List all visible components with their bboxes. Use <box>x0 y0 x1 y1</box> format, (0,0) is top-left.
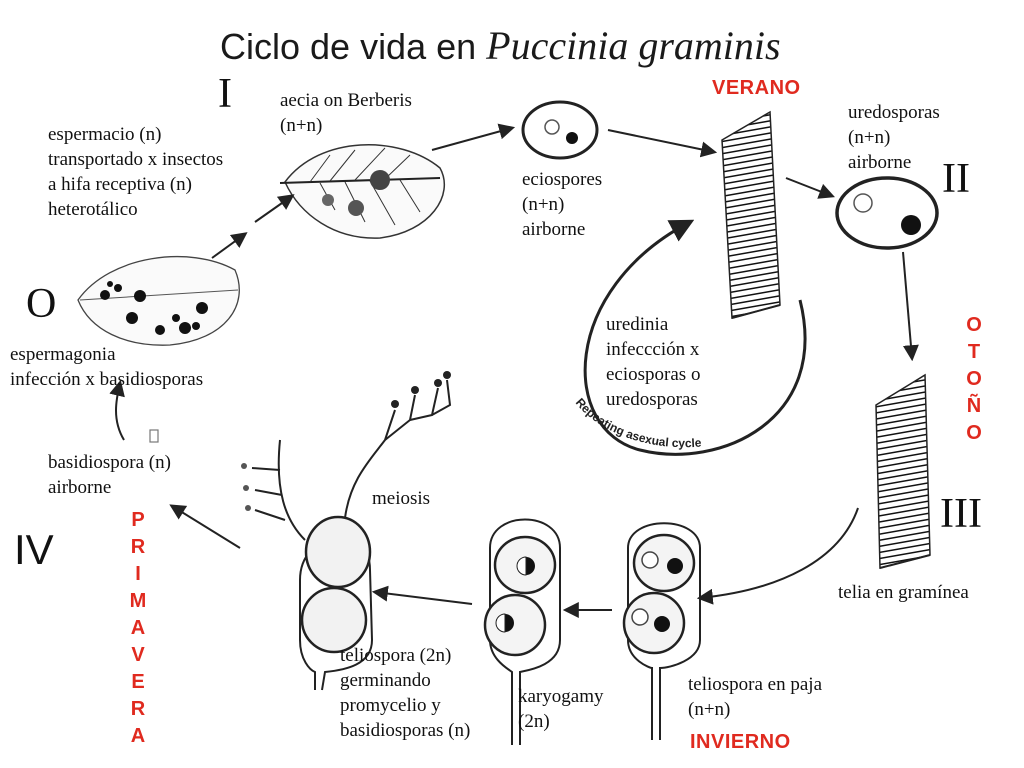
teliospore-diploid <box>483 518 561 745</box>
label-line: promycelio y <box>340 695 441 716</box>
season-letter: P <box>131 509 145 531</box>
label-aecia: aecia on Berberis (n+n) <box>280 88 412 138</box>
stage-I-label: I <box>218 71 232 117</box>
season-letter: A <box>130 725 146 747</box>
season-letter: O <box>966 368 982 390</box>
label-line: karyogamy <box>518 686 604 707</box>
season-letter: I <box>135 563 141 585</box>
season-letter: Ñ <box>966 395 982 417</box>
label-line: airborne <box>848 152 912 173</box>
label-line: espermagonia <box>10 344 116 365</box>
label-line: (n+n) <box>688 699 731 720</box>
label-line: uredosporas <box>606 389 698 410</box>
season-letter: O <box>966 314 982 336</box>
title-prefix: Ciclo de vida en <box>220 26 487 67</box>
stage-II-label: II <box>942 156 970 202</box>
label-line: germinando <box>340 670 431 691</box>
wheat-stem-uredinia <box>721 110 781 319</box>
label-karyogamy: karyogamy (2n) <box>518 684 603 734</box>
label-line: basidiospora (n) <box>48 452 171 473</box>
label-line: a hifa receptiva (n) <box>48 174 192 195</box>
barberry-leaf-spermagonia <box>77 255 240 346</box>
season-letter: T <box>967 341 981 363</box>
label-line: uredosporas <box>848 102 940 123</box>
season-letter: R <box>130 698 146 720</box>
stage-III-label: III <box>940 491 982 537</box>
label-meiosis: meiosis <box>372 488 431 509</box>
barberry-leaf-aecia <box>279 144 445 239</box>
label-uredosporas: uredosporas (n+n) airborne <box>848 100 940 175</box>
label-espermagonia: espermagonia infección x basidiosporas <box>10 342 203 392</box>
label-line: (n+n) <box>280 115 323 136</box>
basidiospore-shape <box>149 429 159 443</box>
label-line: basidiosporas (n) <box>340 720 471 741</box>
label-teliospora-paja: teliospora en paja (n+n) <box>688 672 822 722</box>
stage-IV-label: IV <box>14 526 54 573</box>
season-verano: VERANO <box>712 77 801 99</box>
wheat-stem-telia <box>875 373 931 569</box>
stage-O-label: O <box>26 281 57 327</box>
label-uredinia: uredinia infeccción x eciosporas o uredo… <box>606 312 700 412</box>
season-invierno: INVIERNO <box>690 731 791 753</box>
label-line: infección x basidiosporas <box>10 369 204 390</box>
label-line: heterotálico <box>48 199 138 220</box>
label-line: espermacio (n) <box>48 124 162 145</box>
season-letter: A <box>130 617 146 639</box>
label-line: (2n) <box>518 711 550 732</box>
season-letter: V <box>131 644 145 666</box>
label-line: infeccción x <box>606 339 700 360</box>
label-line: (n+n) <box>522 194 565 215</box>
label-basidiospora: basidiospora (n) airborne <box>48 450 171 500</box>
label-line: eciosporas o <box>606 364 701 385</box>
title-species: Puccinia graminis <box>486 23 781 68</box>
urediniospore-cell <box>835 176 939 250</box>
label-eciospores: eciospores (n+n) airborne <box>522 167 602 242</box>
season-letter: R <box>130 536 146 558</box>
season-letter: E <box>131 671 145 693</box>
season-letter: O <box>966 422 982 444</box>
label-line: aecia on Berberis <box>280 90 412 111</box>
label-teliospora-germinando: teliospora (2n) germinando promycelio y … <box>340 643 470 743</box>
cycle-arrows <box>109 123 919 618</box>
label-espermacio: espermacio (n) transportado x insectos a… <box>48 122 223 222</box>
label-line: airborne <box>48 477 112 498</box>
label-line: teliospora en paja <box>688 674 823 695</box>
label-line: airborne <box>522 219 586 240</box>
season-primavera: P R I M A V E R A <box>126 507 150 750</box>
page-title: Ciclo de vida en Puccinia graminis <box>220 22 781 69</box>
label-line: transportado x insectos <box>48 149 224 170</box>
label-line: teliospora (2n) <box>340 645 452 666</box>
germinating-teliospore <box>241 371 452 691</box>
aeciospore-cell <box>521 100 599 160</box>
season-otono: O T O Ñ O <box>962 312 986 447</box>
label-line: uredinia <box>606 314 669 335</box>
label-line: (n+n) <box>848 127 891 148</box>
teliospore-dikaryotic <box>622 522 701 740</box>
repeating-cycle-arc <box>583 219 807 456</box>
season-letter: M <box>129 590 147 612</box>
label-telia: telia en gramínea <box>838 582 969 603</box>
label-line: eciospores <box>522 169 603 190</box>
